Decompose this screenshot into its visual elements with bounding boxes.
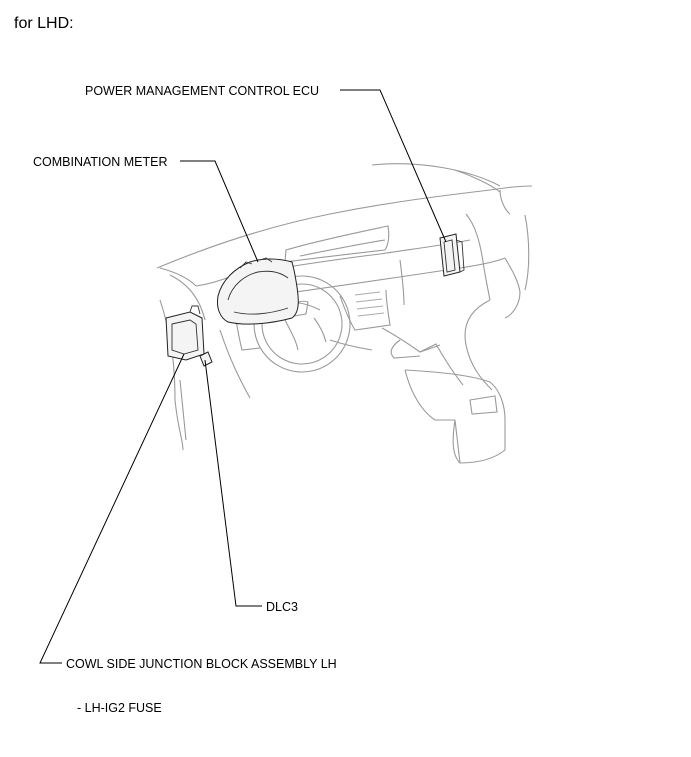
leader-power-management-ecu bbox=[340, 89, 447, 243]
label-combination-meter: COMBINATION METER bbox=[33, 155, 168, 169]
label-lh-ig2-fuse: - LH-IG2 FUSE bbox=[77, 701, 162, 715]
dlc3-shape bbox=[199, 351, 213, 367]
leader-cowl-junction-block bbox=[39, 353, 185, 664]
combination-meter-shape bbox=[217, 257, 299, 325]
leader-dlc3 bbox=[204, 359, 262, 607]
dashboard-outline bbox=[156, 163, 533, 464]
leader-lines bbox=[39, 89, 447, 664]
leader-combination-meter bbox=[180, 160, 259, 263]
page-heading: for LHD: bbox=[14, 15, 74, 32]
cowl-junction-block-shape bbox=[165, 305, 205, 361]
power-management-ecu-shape bbox=[439, 233, 465, 277]
label-cowl-junction-block: COWL SIDE JUNCTION BLOCK ASSEMBLY LH bbox=[66, 657, 337, 671]
label-power-management-ecu: POWER MANAGEMENT CONTROL ECU bbox=[85, 84, 320, 98]
label-dlc3: DLC3 bbox=[266, 600, 298, 614]
